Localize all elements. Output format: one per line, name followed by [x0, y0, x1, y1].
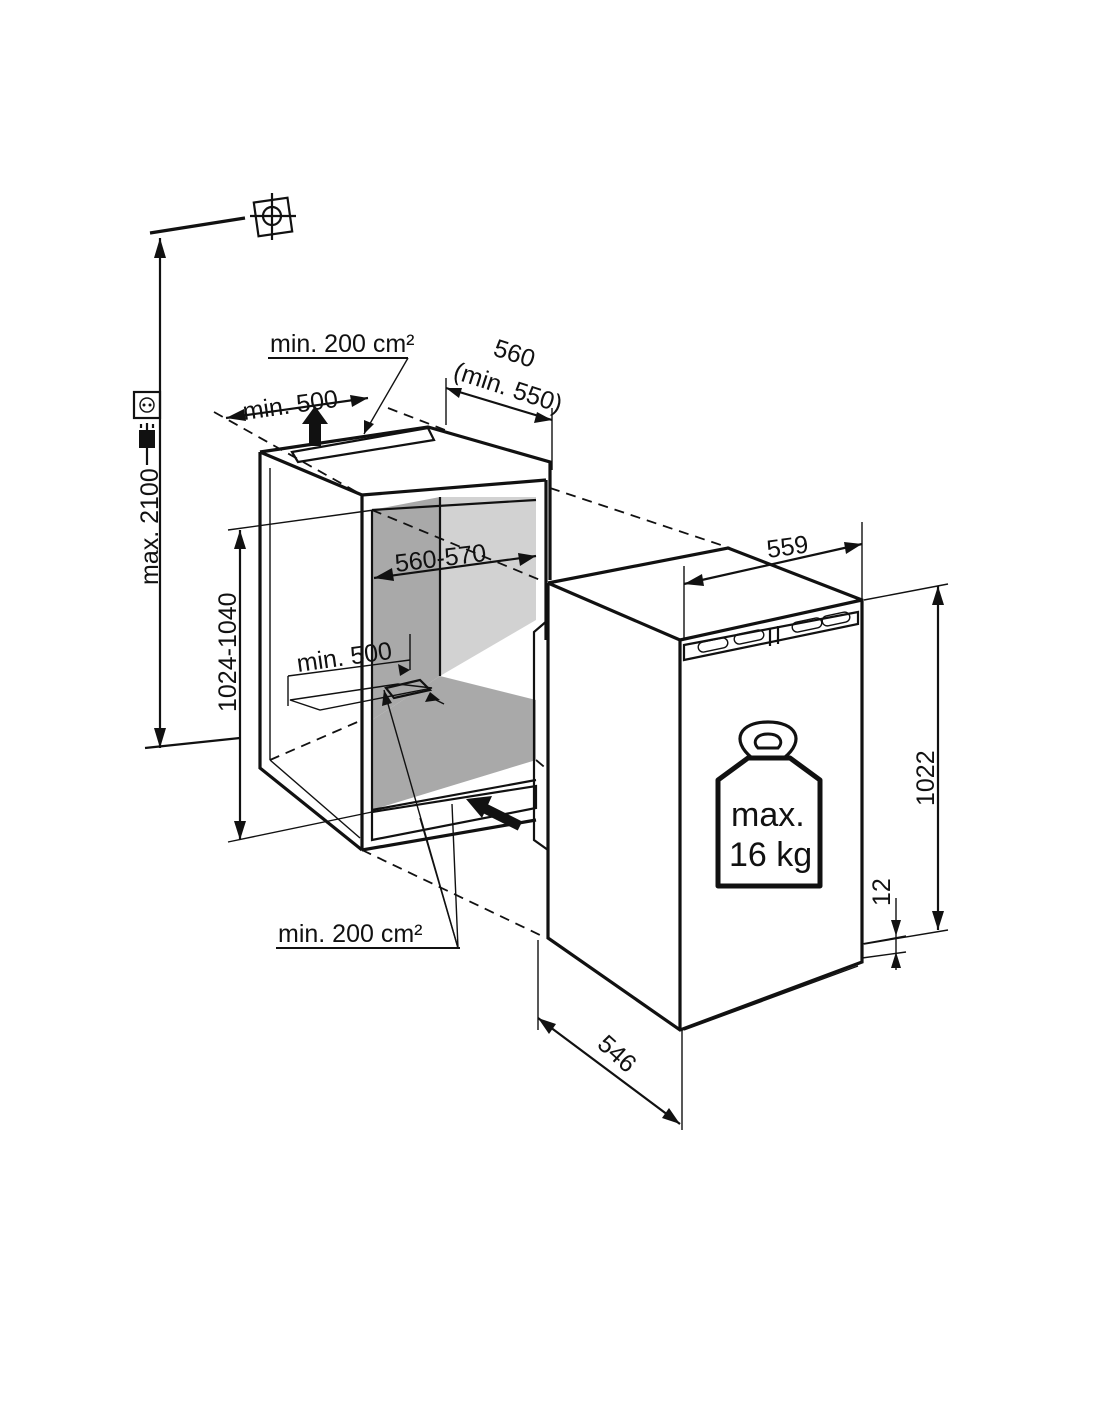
- vent-in-arrow: [466, 796, 523, 831]
- appliance: [532, 546, 864, 1032]
- vent-top-label: min. 200 cm²: [270, 330, 414, 358]
- appliance-height-label: 1022: [912, 750, 940, 806]
- bottom-vent-dimension: min. 200 cm²: [276, 689, 460, 949]
- appliance-height-dimension: 1022: [863, 583, 949, 945]
- niche-height-label: 1024-1040: [214, 592, 242, 712]
- weight-icon: max. 16 kg: [715, 720, 823, 889]
- top-vent-dimension: min. 200 cm²: [268, 330, 414, 435]
- vent-up-arrow: [302, 406, 328, 446]
- top-width-dimension: min. 500: [225, 385, 369, 426]
- top-width-label: min. 500: [241, 385, 340, 426]
- plug-icon: [139, 423, 155, 465]
- gap-label: 12: [868, 878, 896, 906]
- water-connection-icon: [250, 193, 296, 240]
- niche-cabinet: [258, 425, 552, 852]
- socket-icon: [132, 390, 162, 420]
- weight-line1: max.: [731, 796, 805, 834]
- max-height-label: max. 2100: [136, 468, 164, 585]
- niche-height-dimension: 1024-1040: [214, 509, 375, 843]
- max-height-dimension: max. 2100: [136, 216, 246, 750]
- projection-lines: [213, 407, 731, 936]
- weight-line2: 16 kg: [729, 836, 812, 874]
- appliance-width-dimension: 559: [683, 522, 863, 640]
- niche-depth-label: 560: [490, 334, 538, 374]
- vent-bottom-label: min. 200 cm²: [278, 920, 422, 948]
- appliance-depth-label: 546: [592, 1030, 642, 1079]
- appliance-width-label: 559: [765, 530, 810, 564]
- gap-dimension: 12: [861, 878, 907, 970]
